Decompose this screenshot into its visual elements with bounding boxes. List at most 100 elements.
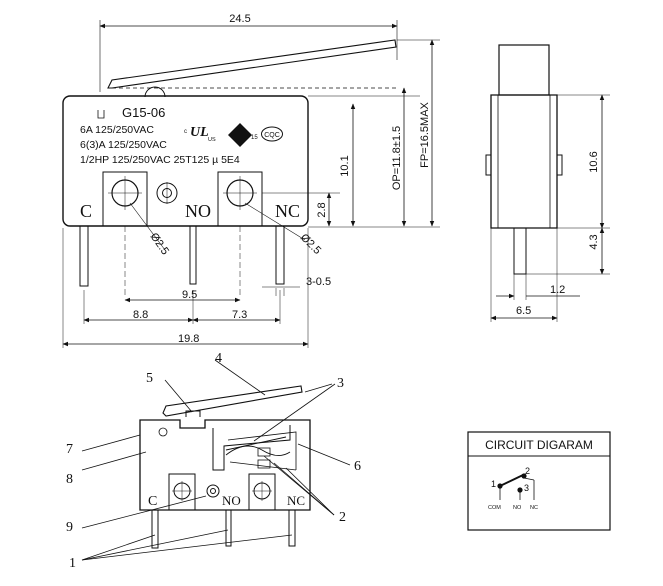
node-label-1: 1 xyxy=(491,479,496,489)
node-label-3: 3 xyxy=(524,483,529,493)
cqc-oval xyxy=(261,126,283,142)
leader-hole-left xyxy=(129,202,166,251)
rating-line-2: 6(3)A 125/250VAC xyxy=(80,139,167,151)
node-no xyxy=(517,487,523,493)
terminal-labels-side: C NO NC xyxy=(80,201,300,221)
leader-8 xyxy=(81,451,147,471)
switch-blade xyxy=(499,474,524,487)
terminal-label-no: NO xyxy=(185,201,211,221)
leader-7 xyxy=(81,434,141,452)
exploded-pin-no xyxy=(225,510,232,547)
pin-no xyxy=(189,226,197,285)
terminal-label-nc-circuit: NC xyxy=(530,505,538,511)
exploded-label-c: C xyxy=(148,494,157,509)
circuit-title: CIRCUIT DIGARAM xyxy=(485,438,593,452)
enec-diamond xyxy=(228,123,252,147)
exploded-pivot-outer xyxy=(206,484,220,498)
leader-6 xyxy=(297,443,351,466)
callout-4: 4 xyxy=(215,351,222,366)
exploded-mark xyxy=(158,427,168,437)
dim-hole-offset: 2.8 xyxy=(316,202,328,217)
exploded-terminal-labels: C NO NC xyxy=(148,493,305,509)
enec-mark-icon: 15 xyxy=(228,123,258,147)
dim-op: OP=11.8±1.5 xyxy=(391,126,403,190)
exploded-view xyxy=(81,359,351,561)
pin-nc xyxy=(275,226,285,285)
end-view xyxy=(485,44,610,322)
rating-line-1: 6A 125/250VAC xyxy=(80,124,154,136)
leader-hole-right xyxy=(244,202,306,241)
dim-end-height: 10.6 xyxy=(588,151,600,172)
leader-3b xyxy=(253,383,336,442)
terminal-label-no-circuit: NO xyxy=(513,505,522,511)
terminal-boss-c xyxy=(102,171,148,226)
circuit-terminal-labels: COM NO NC xyxy=(488,505,538,511)
dim-pin-pitch-7-3: 7.3 xyxy=(232,309,247,321)
dim-pin-width: 1.2 xyxy=(550,284,565,296)
side-view-dimensions: 10.1 2.8 OP=11.8±1.5 FP=16.5MAX Ø2.5 Ø2.… xyxy=(133,101,431,345)
callout-7: 7 xyxy=(66,442,73,457)
ul-prefix: c xyxy=(184,129,187,135)
leader-2b xyxy=(273,462,335,516)
terminal-label-nc: NC xyxy=(275,201,300,221)
exploded-contact-arm xyxy=(225,436,287,451)
leader-1a xyxy=(81,534,156,561)
end-body xyxy=(490,94,558,229)
dim-pin-thickness: 3-0.5 xyxy=(306,276,331,288)
circuit-symbol xyxy=(497,473,535,500)
certification-marks: c UL US 15 CQC xyxy=(184,123,283,147)
exploded-lever xyxy=(162,385,303,417)
end-pin xyxy=(513,228,527,275)
exploded-callouts: 1 2 3 4 5 6 7 8 9 xyxy=(66,351,361,571)
exploded-label-no: NO xyxy=(222,493,241,508)
ul-logo-text: UL xyxy=(190,125,209,140)
exploded-pin-c xyxy=(151,510,159,549)
orientation-mark xyxy=(97,110,105,119)
terminal-label-com: COM xyxy=(488,505,501,511)
node-label-2: 2 xyxy=(525,466,530,476)
model-label: G15-06 xyxy=(122,105,165,120)
end-view-dimensions: 10.6 4.3 1.2 6.5 xyxy=(516,151,600,317)
circuit-node-labels: 1 2 3 xyxy=(491,466,530,493)
enec-number: 15 xyxy=(251,135,258,141)
circuit-frame xyxy=(467,431,611,531)
side-rib xyxy=(556,154,563,176)
leader-9 xyxy=(81,495,207,529)
exploded-boss-nc xyxy=(248,473,276,510)
terminal-boss-nc xyxy=(217,171,263,226)
leader-4 xyxy=(214,359,266,396)
exploded-label-nc: NC xyxy=(287,493,305,508)
dim-overall-lever-width: 24.5 xyxy=(229,13,250,25)
callout-8: 8 xyxy=(66,472,73,487)
leader-1c xyxy=(81,534,293,561)
callout-9: 9 xyxy=(66,520,73,535)
dim-hole-dia-left: Ø2.5 xyxy=(148,231,172,257)
dim-body-height: 10.1 xyxy=(339,155,351,176)
exploded-pivot-inner xyxy=(210,488,216,494)
terminal-label-c: C xyxy=(80,201,92,221)
circuit-diagram-box: CIRCUIT DIGARAM 1 2 3 COM NO NC xyxy=(467,431,611,531)
exploded-boss-c xyxy=(168,473,196,510)
callout-3: 3 xyxy=(337,376,344,391)
exploded-terminal-frame xyxy=(227,431,297,471)
exploded-contact xyxy=(257,459,271,469)
switch-body xyxy=(62,95,309,227)
leader-5 xyxy=(164,379,193,413)
ul-mark-icon: c UL US xyxy=(184,125,216,143)
callout-1: 1 xyxy=(69,556,76,571)
callout-6: 6 xyxy=(354,459,361,474)
ul-suffix: US xyxy=(208,137,216,143)
leader-1b xyxy=(81,529,229,561)
side-view-text: 24.5 G15-06 6A 125/250VAC 6(3)A 125/250V… xyxy=(80,13,251,166)
callout-5: 5 xyxy=(146,371,153,386)
exploded-spring xyxy=(225,445,291,456)
dim-fp: FP=16.5MAX xyxy=(419,101,431,167)
dim-pin-pitch-8-8: 8.8 xyxy=(133,309,148,321)
leader-2c xyxy=(285,467,335,516)
cqc-mark-icon: CQC xyxy=(261,126,283,142)
callout-leaders xyxy=(81,359,351,561)
pin-c xyxy=(79,226,89,287)
callout-2: 2 xyxy=(339,510,346,525)
dim-pin-length: 4.3 xyxy=(588,234,600,249)
